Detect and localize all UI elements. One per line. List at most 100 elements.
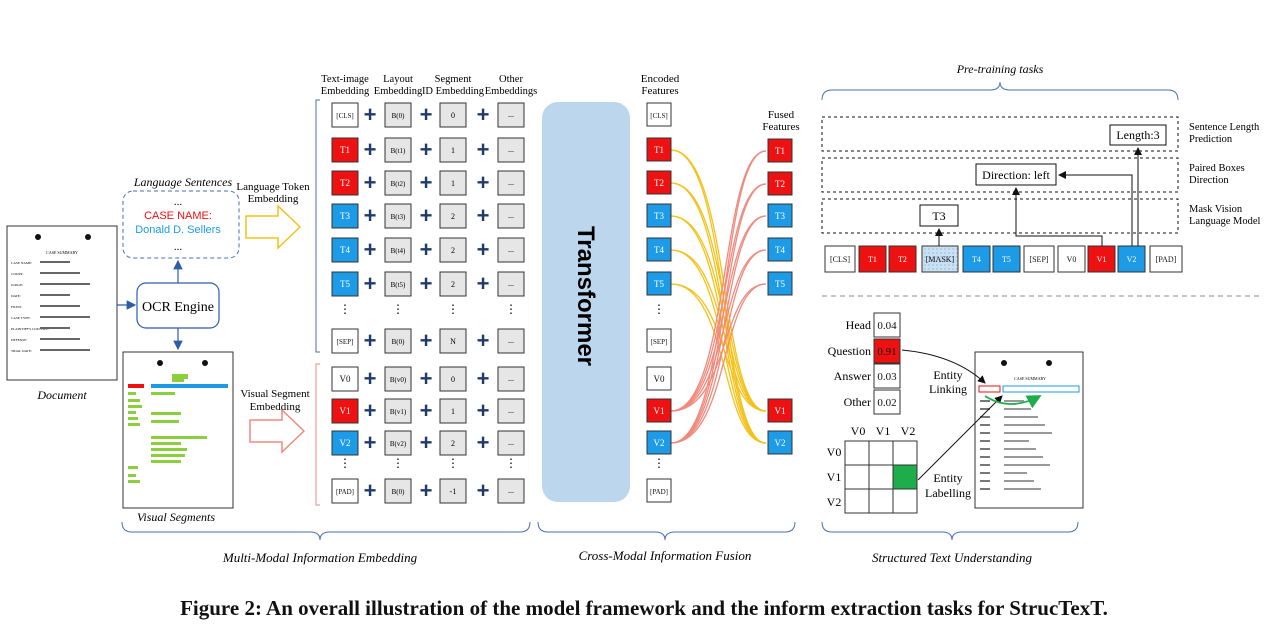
layout-text: B(t5) <box>391 281 406 289</box>
direction-box <box>975 163 1057 186</box>
pretrain-token-text: [PAD] <box>1156 255 1177 264</box>
doc-field-value <box>40 272 80 274</box>
grid-col-label: V2 <box>901 424 916 438</box>
embedding-header: Layout <box>383 74 413 85</box>
doc-field-label: DATE: <box>11 294 21 298</box>
encoded-feature <box>646 430 672 455</box>
doc-line <box>1004 464 1050 466</box>
segment-text: 1 <box>451 179 455 188</box>
link-grid-cell <box>844 440 870 466</box>
link-grid-cell <box>892 464 918 490</box>
doc-field-label: FILED: <box>11 305 22 309</box>
layout-box <box>384 271 412 297</box>
link-grid-cell <box>868 440 894 466</box>
brace-structured <box>821 521 1079 541</box>
plus-sign: + <box>477 328 490 353</box>
class-score-cell <box>873 312 901 338</box>
token-text: T2 <box>340 178 350 188</box>
doc-line <box>1004 480 1034 482</box>
encoded-feature <box>646 137 672 162</box>
other-box <box>497 430 525 456</box>
doc-line <box>1004 488 1041 490</box>
pretrain-token-text: V2 <box>1127 255 1137 264</box>
other-text: ... <box>508 110 514 119</box>
pretrain-token <box>888 245 917 273</box>
plus-sign: + <box>364 271 377 296</box>
fusion-curve <box>670 249 767 444</box>
plus-sign: + <box>420 271 433 296</box>
token-box <box>331 271 359 297</box>
other-box <box>497 366 525 392</box>
transformer-label: Transformer <box>572 226 599 366</box>
doc-field-label: COURT: <box>11 272 24 276</box>
other-text: ... <box>508 211 514 220</box>
fusion-curve <box>670 183 767 412</box>
section-structured: Structured Text Understanding <box>872 550 1033 565</box>
encoded-feature-text: V0 <box>654 374 665 384</box>
token-text: T5 <box>340 279 350 289</box>
vertical-ellipsis: ⋮ <box>447 302 459 316</box>
visual-segment-bar <box>151 420 179 423</box>
doc-field-value <box>40 305 80 307</box>
embedding-header: ID Embedding <box>422 86 485 97</box>
fused-feature <box>767 171 793 196</box>
class-score-cell <box>873 389 901 415</box>
language-token-label-1: Language Token <box>236 181 310 193</box>
structured-doc: CASE SUMMARY <box>974 351 1084 509</box>
grid-col-label: V0 <box>851 424 866 438</box>
pretrain-task-label: Paired Boxes <box>1189 163 1245 174</box>
layout-text: B(t4) <box>391 247 406 255</box>
other-box <box>497 170 525 196</box>
segment-box <box>439 328 467 354</box>
class-score: 0.91 <box>877 346 896 358</box>
plus-sign: + <box>477 102 490 127</box>
vertical-ellipsis: ⋮ <box>653 302 665 316</box>
token-box <box>331 366 359 392</box>
plus-sign: + <box>477 203 490 228</box>
brace-multi-modal <box>121 521 531 541</box>
embedding-header: Other <box>499 74 523 85</box>
plus-sign: + <box>364 137 377 162</box>
layout-box <box>384 237 412 263</box>
doc-field-value <box>40 327 70 329</box>
vertical-ellipsis: ⋮ <box>392 456 404 470</box>
visual-segment-bar <box>151 442 181 445</box>
pretrain-token-text: [SEP] <box>1029 255 1048 264</box>
plus-sign: + <box>364 398 377 423</box>
token-box <box>331 237 359 263</box>
layout-text: B(v1) <box>390 408 407 416</box>
embedding-row: [CLS]B(0)0...+++ <box>331 102 525 128</box>
visual-segment-bar <box>151 460 181 463</box>
other-text: ... <box>508 374 514 383</box>
language-sentences-box <box>122 190 240 259</box>
token-text: [PAD] <box>336 488 354 496</box>
length-text: Length:3 <box>1116 128 1159 142</box>
class-score: 0.02 <box>877 397 896 409</box>
visual-segment-bar <box>128 411 136 414</box>
fused-label-1: Fused <box>768 109 795 121</box>
grid-to-doc-arrow <box>917 395 1003 481</box>
visual-segment-bar <box>128 384 144 388</box>
document-label: Document <box>36 388 87 402</box>
encoded-feature-text: [CLS] <box>650 112 668 120</box>
visual-segment-bar <box>172 374 188 379</box>
segment-text: 2 <box>451 439 455 448</box>
token-box <box>331 203 359 229</box>
doc-field-value <box>40 294 70 296</box>
doc-line <box>980 472 990 474</box>
visual-segment-bar <box>128 466 138 469</box>
doc-line <box>1004 440 1029 442</box>
token-text: V2 <box>340 438 351 448</box>
doc-line <box>980 488 990 490</box>
pretrain-arrows <box>935 147 1142 246</box>
doc-line <box>1004 408 1031 410</box>
other-text: ... <box>508 279 514 288</box>
other-box <box>497 137 525 163</box>
encoded-feature-text: [SEP] <box>651 338 668 346</box>
doc-field-value <box>40 283 90 285</box>
plus-sign: + <box>477 478 490 503</box>
visual-segment-bar <box>128 405 142 408</box>
